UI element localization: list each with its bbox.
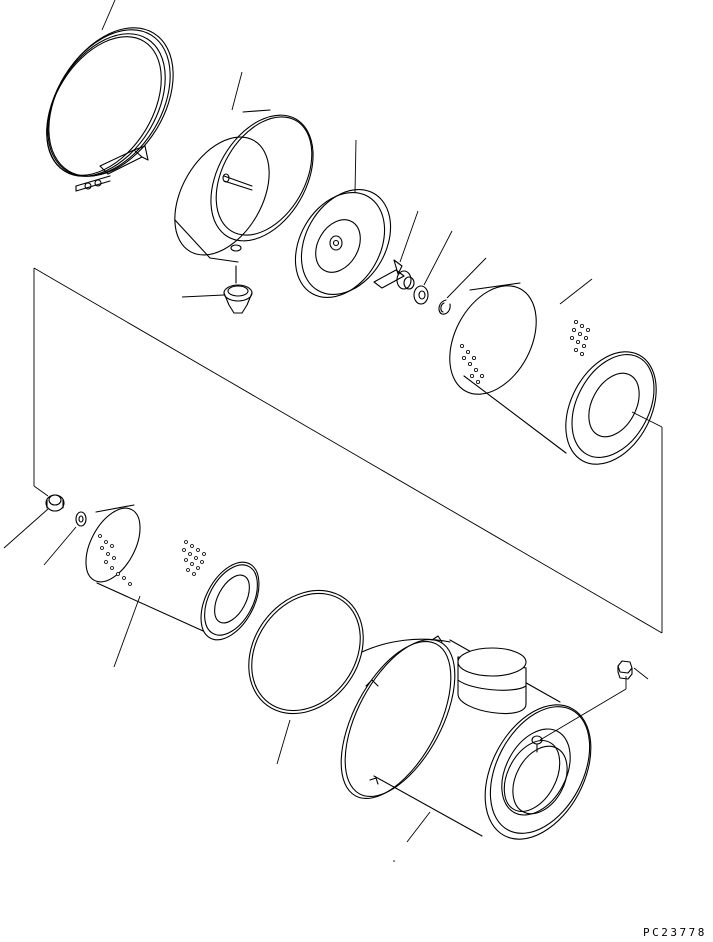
evacuator-valve <box>181 265 253 314</box>
inner-filter-perforations <box>98 534 206 586</box>
o-ring-gasket <box>248 589 364 765</box>
service-indicator-plug <box>539 660 649 741</box>
band-clamp <box>46 0 174 192</box>
baffle-plate <box>294 139 392 299</box>
assembly-guide-lines <box>33 267 663 634</box>
inner-element-bolt <box>3 494 65 549</box>
outer-filter-element <box>449 278 657 465</box>
outer-filter-perforations <box>459 319 591 384</box>
dust-cup <box>174 71 314 263</box>
air-cleaner-body <box>340 635 592 862</box>
snap-ring <box>438 257 487 315</box>
wing-nut <box>373 210 419 290</box>
inner-filter-element <box>85 504 260 668</box>
drawing-part-code: PC23778 <box>643 926 707 939</box>
inner-element-washer <box>43 511 87 566</box>
washer <box>413 230 453 305</box>
